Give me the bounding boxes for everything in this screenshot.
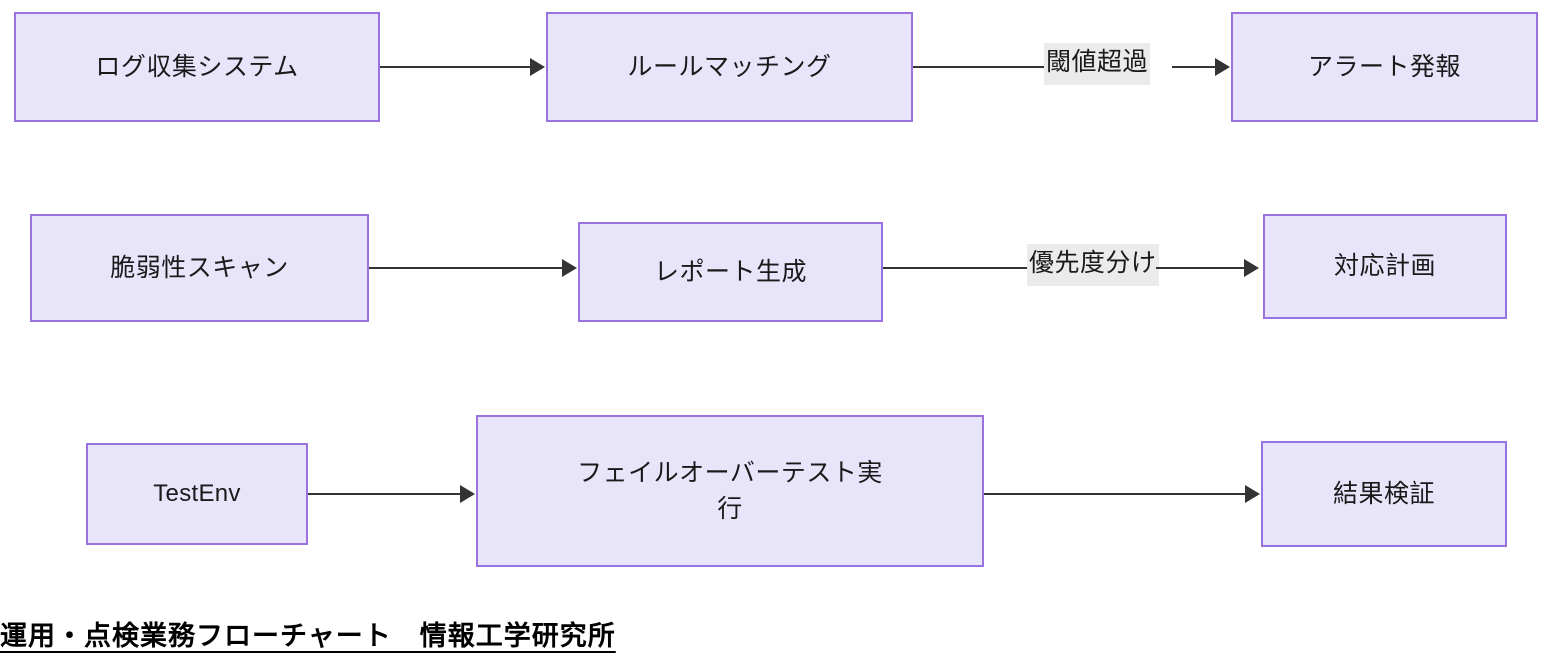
edge-label-threshold-exceeded: 閾値超過	[1044, 43, 1151, 85]
node-failover-test-execution[interactable]: フェイルオーバーテスト実 行	[476, 415, 984, 567]
arrowhead-response-plan	[1244, 259, 1259, 277]
node-log-collection-system[interactable]: ログ収集システム	[14, 12, 380, 122]
arrowhead-rule-matching	[530, 58, 545, 76]
arrowhead-alert-issue	[1215, 58, 1230, 76]
node-result-verification[interactable]: 結果検証	[1261, 441, 1507, 547]
node-report-generation[interactable]: レポート生成	[578, 222, 883, 322]
arrowhead-report-generation	[562, 259, 577, 277]
edge-report-generation-to-response-plan-left	[883, 267, 1028, 269]
edge-log-collection-to-rule-matching	[380, 66, 530, 68]
node-test-env[interactable]: TestEnv	[86, 443, 308, 545]
node-vulnerability-scan[interactable]: 脆弱性スキャン	[30, 214, 369, 322]
node-response-plan[interactable]: 対応計画	[1263, 214, 1507, 319]
node-rule-matching[interactable]: ルールマッチング	[546, 12, 913, 122]
arrowhead-result-verification	[1245, 485, 1260, 503]
edge-label-priority-triage: 優先度分け	[1027, 244, 1159, 286]
edge-vulnerability-scan-to-report-generation	[369, 267, 562, 269]
edge-rule-matching-to-alert-issue-left	[913, 66, 1045, 68]
node-alert-issue[interactable]: アラート発報	[1231, 12, 1538, 122]
edge-rule-matching-to-alert-issue-right	[1172, 66, 1216, 68]
arrowhead-failover-test	[460, 485, 475, 503]
edge-test-env-to-failover-test	[308, 493, 460, 495]
edge-report-generation-to-response-plan-right	[1156, 267, 1245, 269]
edge-failover-test-to-result-verification	[984, 493, 1246, 495]
diagram-caption: 運用・点検業務フローチャート 情報工学研究所	[0, 621, 616, 651]
